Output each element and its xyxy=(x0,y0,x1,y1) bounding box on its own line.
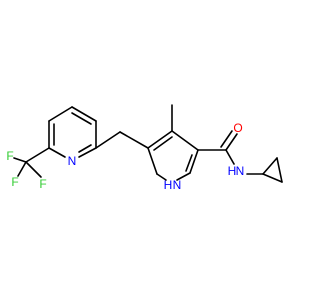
atom-pyrrole-nitrogen: N xyxy=(173,178,182,192)
bond-cyclopropyl-3 xyxy=(262,173,283,183)
atom-oxygen: O xyxy=(233,121,242,135)
bond-ch2-pyridine xyxy=(95,131,121,149)
atom-pyridine-nitrogen: N xyxy=(68,154,77,168)
bond-carbonyl-o xyxy=(225,133,238,151)
bond-cf3-f2 xyxy=(25,161,42,178)
bond-pyridine-n-c2b xyxy=(78,147,97,158)
bond-c2-cf3 xyxy=(25,147,50,163)
bond-cyclopropyl-1 xyxy=(262,157,278,175)
bond-pyrrole-c5-c1 xyxy=(171,130,199,151)
bond-pyrrole-c1-c2 xyxy=(189,149,199,174)
bond-pyrrole-c2-n xyxy=(176,172,191,181)
bond-pyridine-n-c2b-double xyxy=(78,144,92,153)
bond-pyridine-c5-c6 xyxy=(48,106,73,122)
bond-pyrrole-c4-c5 xyxy=(147,130,173,149)
bond-pyridine-c2-n xyxy=(48,147,66,158)
bond-carbonyl-o-double xyxy=(220,130,233,148)
atom-amide-hydrogen: H xyxy=(228,164,237,178)
atom-fluorine-2: F xyxy=(11,175,18,189)
atom-fluorine-3: F xyxy=(39,177,46,191)
structure-canvas: O N H N H N F F F xyxy=(6,104,283,193)
bond-cyclopropyl-2 xyxy=(276,157,283,183)
bond-c4-ch2 xyxy=(119,131,149,149)
atom-pyrrole-hydrogen: H xyxy=(164,178,173,192)
atom-amide-nitrogen: N xyxy=(236,164,245,178)
bond-cf3-f1 xyxy=(17,161,27,177)
bond-pyridine-c4-c5 xyxy=(71,106,97,122)
molecule-drawing: O N H N H N F F F xyxy=(6,104,283,192)
bond-pyrrole-n-c3 xyxy=(156,173,167,181)
atom-fluorine-1: F xyxy=(6,149,13,163)
bond-cf3-f3 xyxy=(13,157,27,163)
bond-pyrrole-c1-c2-double xyxy=(185,154,193,172)
bond-carbonyl-n xyxy=(225,149,235,165)
bond-pyridine-c4-c5-double xyxy=(71,112,92,125)
bond-pyrrole-c3-c4 xyxy=(147,147,158,175)
bond-pyrrole-c4-c5-double xyxy=(153,136,173,151)
